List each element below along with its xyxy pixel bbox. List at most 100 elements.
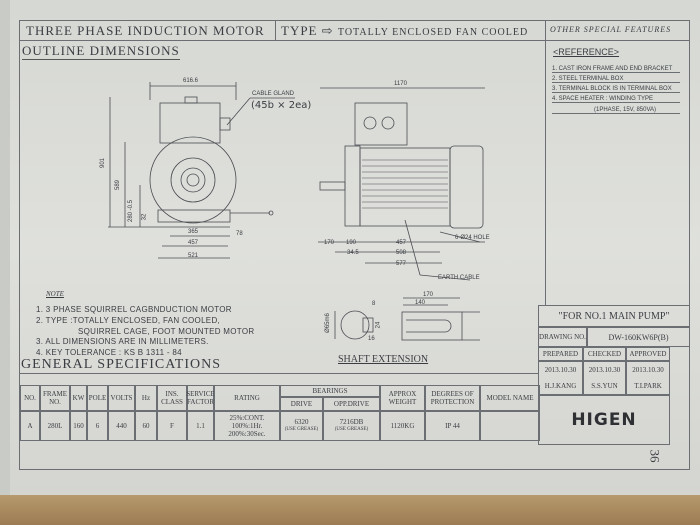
dim-height-mid: 589 [115,179,122,191]
higen-logo: HIGEN [538,395,670,445]
note-item: 4. KEY TOLERANCE : KS B 1311 - 84 [36,348,182,357]
dim-length: 1170 [394,81,407,87]
specs-heading: GENERAL SPECIFICATIONS [21,357,221,372]
shaft-dim-16: 16 [368,336,375,342]
right-panel-sep [545,20,546,305]
approved-label: APPROVED [626,347,670,361]
side-view-drawing [318,87,485,281]
reference-heading: <REFERENCE> [553,47,620,57]
note-item: 2. TYPE :TOTALLY ENCLOSED, FAN COOLED, [36,316,221,325]
approved-date: 2013.10.30 [632,365,664,374]
document-title: THREE PHASE INDUCTION MOTOR [26,23,265,38]
type-label: TYPE ⇨ TOTALLY ENCLOSED FAN COOLED [281,23,528,39]
drive-bearing: 6320 [294,418,309,426]
dim-34-5: 34.5 [347,250,359,256]
reference-item: 2. STEEL TERMINAL BOX [552,76,680,83]
td-ins-class: F [157,411,187,441]
outline-heading: OUTLINE DIMENSIONS [22,43,180,60]
td-no: A [20,411,40,441]
dim-shaft-height: 280 -0.5 [128,199,135,223]
motor-body [149,136,237,224]
terminal-box-side [354,102,408,146]
th-protection: DEGREES OF PROTECTION [425,385,480,411]
cable-gland-label: CABLE GLAND [252,91,295,97]
opp-note: (USE GREASE) [334,427,369,432]
dim-365: 365 [188,229,199,235]
shaft-dim-170: 170 [423,292,434,298]
drawing-frame [19,20,690,470]
hole-label: 6-Ø24 HOLE [455,235,490,241]
th-ins-class: INS. CLASS [157,385,187,411]
other-features-heading: OTHER SPECIAL FEATURES [550,25,672,34]
dim-width: 616.6 [183,78,199,84]
drawing-no: DW-160KW6P(B) [587,327,690,347]
th-kw: KW [70,385,87,411]
dim-577: 577 [396,261,407,267]
td-model-name [480,411,540,441]
th-bearings: BEARINGS [280,385,380,397]
opp-bearing: 7216DB [339,418,364,426]
td-protection: IP 44 [425,411,480,441]
th-frame: FRAME NO. [40,385,70,411]
checked-label: CHECKED [583,347,626,361]
td-kw: 160 [70,411,87,441]
reference-item: (1PHASE, 15V, 850VA) [552,107,680,114]
cable-gland-note: (45b × 2ea) [251,100,312,111]
purpose-label: "FOR NO.1 MAIN PUMP" [538,305,690,327]
th-no: NO. [20,385,40,411]
approved-by: T.I.PARK [634,381,662,390]
td-hz: 60 [135,411,157,441]
drive-note: (USE GREASE) [284,427,319,432]
header-divider [19,40,690,41]
th-volts: VOLTS [108,385,135,411]
dim-508: 508 [396,250,407,256]
prepared-by: H.J.KANG [544,381,577,390]
th-rating: RATING [214,385,280,411]
shaft-dim-140: 140 [415,300,426,306]
td-volts: 440 [108,411,135,441]
note-heading: NOTE [46,290,64,298]
th-service-factor: SERVICE FACTOR [186,385,215,411]
page-number: 36 [647,449,663,463]
note-item: 3. ALL DIMENSIONS ARE IN MILLIMETERS. [36,337,209,346]
td-rating: 25%:CONT. 100%:1Hr. 200%:30Sec. [214,411,280,441]
shaft-dim-24: 24 [375,321,382,329]
prepared-date: 2013.10.30 [544,365,577,374]
th-drive: DRIVE [280,397,323,411]
dim-170: 170 [324,240,335,246]
header-sep [275,20,276,40]
dim-190: 190 [346,240,357,246]
td-pole: 6 [87,411,108,441]
dim-78: 78 [236,231,243,237]
reference-item: 1. CAST IRON FRAME AND END BRACKET [552,66,680,73]
reference-item: 3. TERMINAL BLOCK IS IN TERMINAL BOX [552,86,680,93]
checked-date: 2013.10.30 [588,365,621,374]
drawing-no-label: DRAWING NO. [538,327,587,347]
earth-cable-label: EARTH CABLE [438,275,480,281]
shaft-dim-key: 8 [372,301,376,307]
dim-521: 521 [188,253,199,259]
dim-height-total: 901 [100,157,107,169]
td-opp-drive: 7216DB(USE GREASE) [323,411,380,441]
td-weight: 1120KG [380,411,425,441]
shaft-extension-drawing [334,297,480,341]
front-view-drawing [108,82,295,259]
dim-foot: 32 [141,213,148,221]
td-frame: 280L [40,411,70,441]
type-label-text: TYPE [281,23,318,38]
td-service-factor: 1.1 [187,411,214,441]
shaft-heading: SHAFT EXTENSION [338,354,429,365]
dim-side-457: 457 [396,240,407,246]
reference-item: 4. SPACE HEATER : WINDING TYPE [552,96,680,103]
dim-457: 457 [188,240,199,246]
th-hz: Hz [135,385,157,411]
checked-by: S.S.YUN [591,381,618,390]
th-weight: APPROX WEIGHT [380,385,425,411]
shaft-dim-dia: Ø65m6 [324,313,331,333]
th-pole: POLE [87,385,108,411]
arrow-right-icon: ⇨ [321,23,334,38]
th-model-name: MODEL NAME [480,385,540,411]
